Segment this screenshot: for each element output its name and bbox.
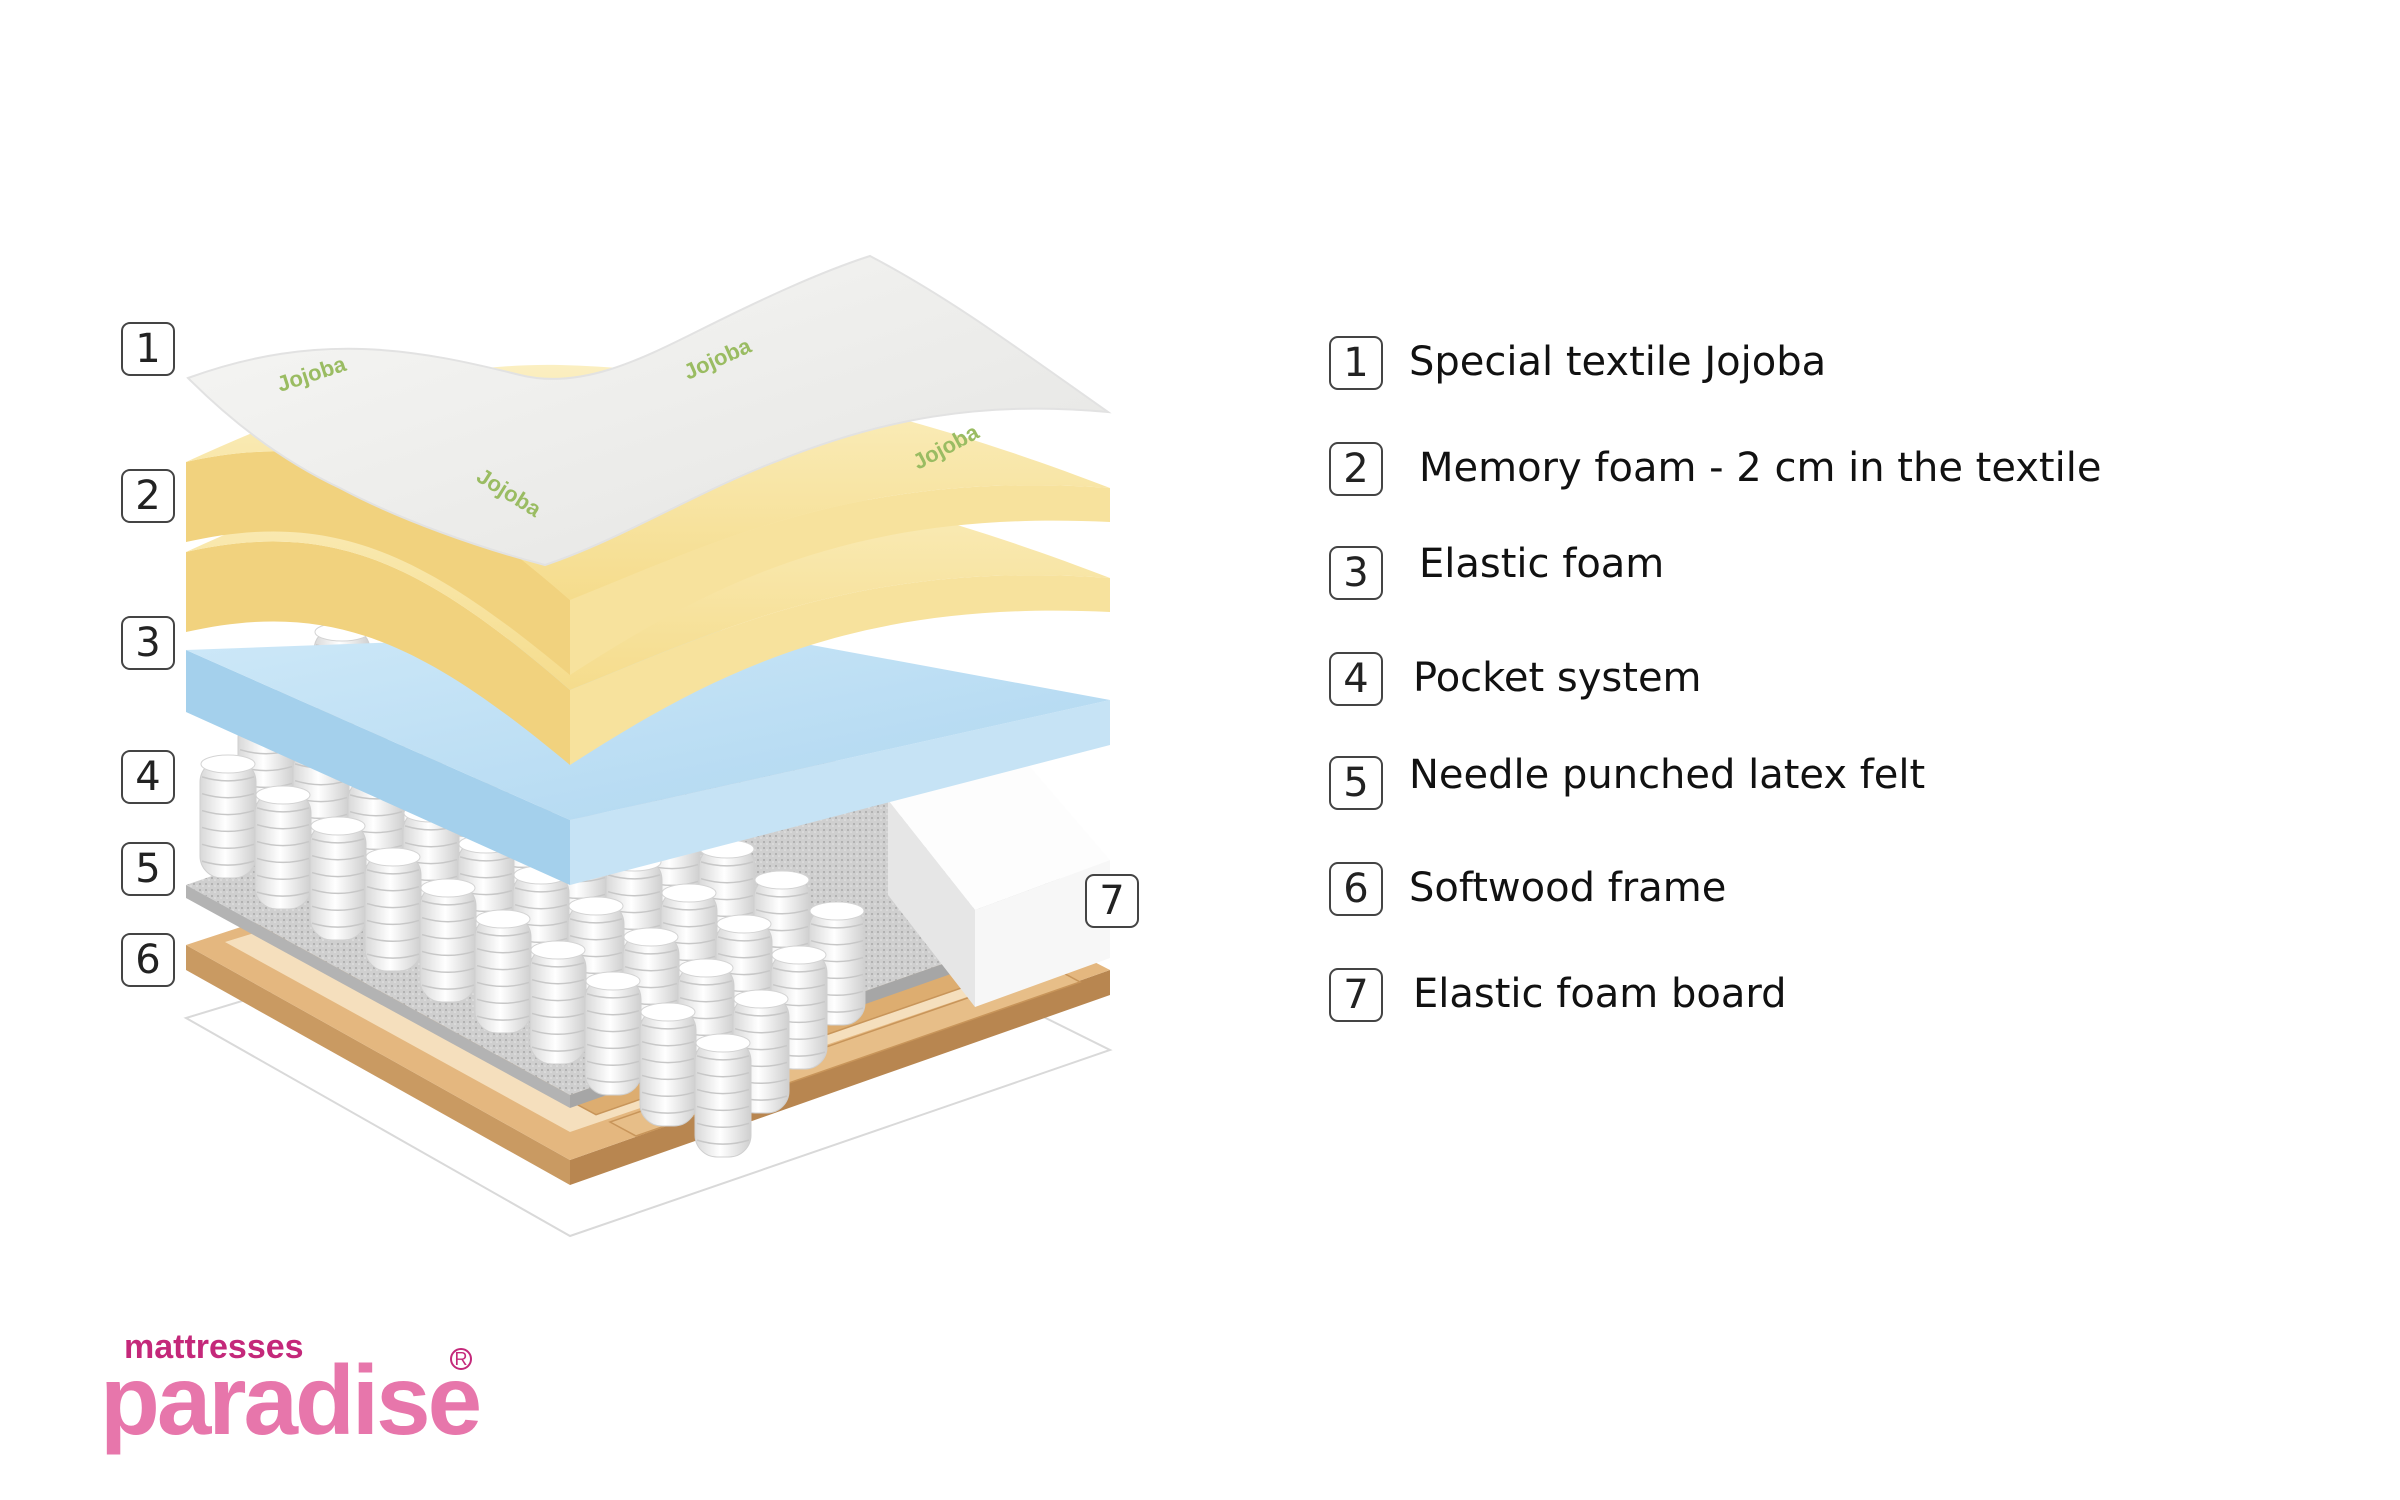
pocket-spring	[529, 940, 587, 1065]
legend-number: 3	[1329, 546, 1383, 600]
callout-4: 4	[121, 750, 175, 804]
registered-mark: R	[450, 1348, 472, 1370]
legend-label: Pocket system	[1413, 655, 1702, 701]
legend-label: Elastic foam	[1419, 541, 1665, 587]
legend-label: Needle punched latex felt	[1409, 752, 1926, 798]
elastic-foam-layer	[186, 630, 1110, 885]
pocket-spring	[254, 785, 312, 910]
legend-number: 5	[1329, 756, 1383, 810]
elastic-foam-board	[888, 755, 1110, 1007]
legend-number: 6	[1329, 862, 1383, 916]
callout-3: 3	[121, 616, 175, 670]
legend-number: 2	[1329, 442, 1383, 496]
callout-5: 5	[121, 842, 175, 896]
callout-7: 7	[1085, 874, 1139, 928]
legend-label: Softwood frame	[1409, 865, 1727, 911]
pocket-spring	[474, 909, 532, 1034]
pocket-spring	[419, 878, 477, 1003]
legend-number: 1	[1329, 336, 1383, 390]
legend-number: 4	[1329, 652, 1383, 706]
pocket-spring	[364, 847, 422, 972]
pocket-spring	[199, 754, 257, 879]
pocket-spring	[694, 1033, 752, 1158]
legend-label: Special textile Jojoba	[1409, 339, 1827, 385]
callout-1: 1	[121, 322, 175, 376]
pocket-spring	[584, 971, 642, 1096]
logo-small-text: mattresses	[124, 1328, 304, 1366]
logo-big-text: paradise	[100, 1345, 482, 1455]
legend-label: Elastic foam board	[1413, 971, 1787, 1017]
callout-6: 6	[121, 933, 175, 987]
pocket-spring	[639, 1002, 697, 1127]
pocket-spring	[309, 816, 367, 941]
callout-2: 2	[121, 469, 175, 523]
legend-number: 7	[1329, 968, 1383, 1022]
mattresses-paradise-logo: mattresses paradise R	[100, 1318, 482, 1455]
legend-label: Memory foam - 2 cm in the textile	[1419, 445, 2102, 491]
